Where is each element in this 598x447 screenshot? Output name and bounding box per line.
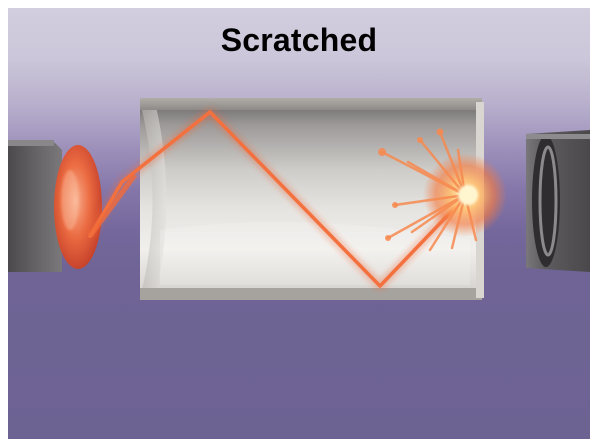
tube-top-rim: [140, 98, 482, 110]
scatter-spark: [437, 129, 444, 136]
lens-highlight: [61, 170, 79, 230]
laser-emitter: [8, 140, 102, 272]
scatter-spark: [378, 148, 386, 156]
burst-core: [458, 185, 478, 205]
scatter-spark: [392, 202, 398, 208]
receiver-top-edge: [526, 134, 590, 139]
emitter-housing: [8, 140, 62, 272]
emitter-top-edge: [8, 140, 54, 146]
scatter-spark: [417, 137, 423, 143]
receiver: [526, 130, 590, 272]
scatter-spark: [385, 235, 391, 241]
tube-bottom-rim: [140, 288, 482, 300]
